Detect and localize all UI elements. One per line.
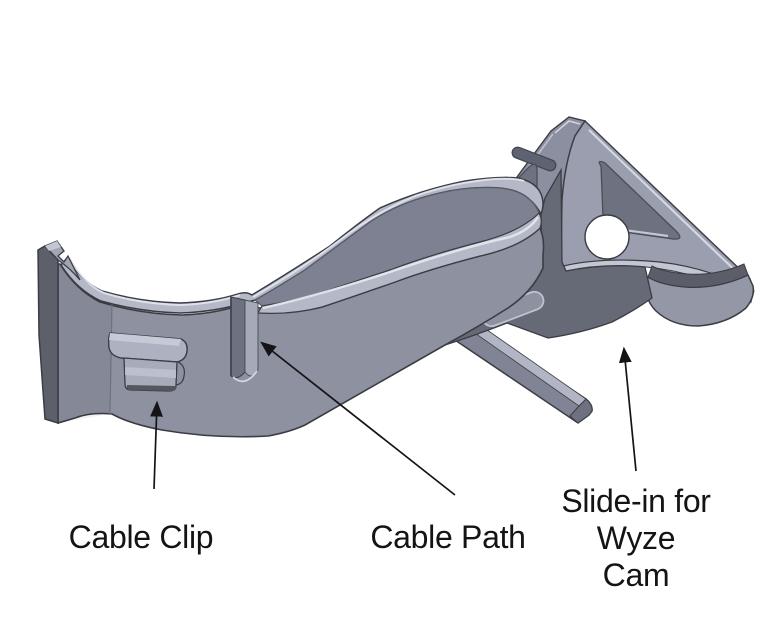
slide-in-label-line2: Wyze <box>596 520 676 556</box>
lower-rim-highlight <box>262 216 540 310</box>
body-left-shade <box>58 264 112 423</box>
annotation-arrows <box>150 341 637 496</box>
body-corner-line <box>109 300 113 415</box>
slide-in-label-line3: Cam <box>602 557 670 593</box>
cable-clip-tab <box>107 332 188 392</box>
groove-lit-face <box>244 299 259 377</box>
block-spike-top <box>45 241 61 251</box>
clip-slot-shadow <box>126 385 177 391</box>
slide-in-label-line1: Slide-in for <box>561 483 711 519</box>
block-spike-facet <box>43 240 81 281</box>
groove-shadow-face <box>230 296 246 379</box>
upper-rim-highlight <box>69 177 525 307</box>
slide-in-label: Slide-in for Wyze Cam <box>551 483 721 594</box>
slide-rail <box>450 317 593 424</box>
cable-path-groove <box>230 296 259 383</box>
hook-flange <box>645 263 755 327</box>
cable-clip-label: Cable Clip <box>68 519 214 555</box>
gusset-right-edge-chamfer <box>588 129 748 283</box>
model-left-block <box>37 240 81 425</box>
top-rim <box>60 176 544 314</box>
cable-path-label: Cable Path <box>370 519 526 555</box>
clip-stem-sheen <box>125 367 176 378</box>
slide-rail-tip <box>569 398 593 424</box>
slide-in-arrow <box>618 346 637 472</box>
block-left-dark-face <box>37 245 59 425</box>
upper-rim-strip <box>60 176 544 314</box>
circle-notch <box>584 214 630 260</box>
clip-flange-top-face <box>109 333 181 346</box>
cable-path-arrow <box>260 341 456 496</box>
cable-clip-arrow <box>150 400 163 490</box>
slide-rail-body <box>450 321 593 424</box>
gusset-apex-chamfer <box>554 120 581 134</box>
groove-bottom-highlight <box>232 370 258 383</box>
hook-top-edge <box>647 263 749 288</box>
clip-right-curl <box>175 361 185 386</box>
